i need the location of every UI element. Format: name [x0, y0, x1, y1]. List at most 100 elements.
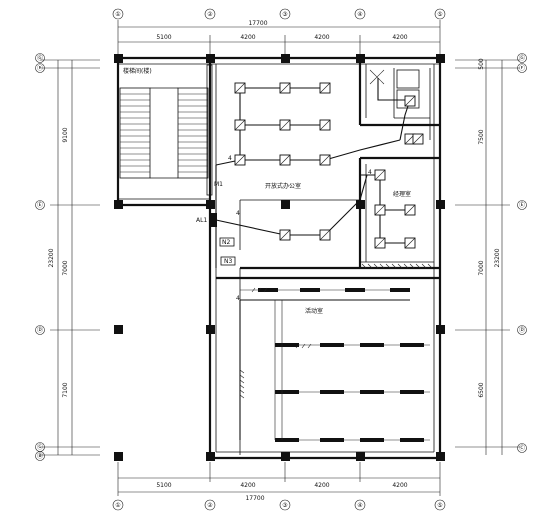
tube-light	[360, 390, 384, 394]
distribution-panel	[211, 213, 217, 227]
svg-text:Ⓓ: Ⓓ	[519, 326, 525, 334]
bottom-dimensions: 5100 4200 4200 4200 17700	[117, 462, 441, 502]
row-bubble	[517, 63, 527, 73]
dim-bottom-3: 4200	[314, 482, 329, 489]
right-row-markers: Ⓖ Ⓕ Ⓔ Ⓓ Ⓒ	[517, 53, 527, 453]
tube-light	[320, 390, 344, 394]
light-fixture	[279, 154, 291, 166]
svg-text:Ⓖ: Ⓖ	[37, 54, 43, 62]
right-dimensions: 500 7500 7000 6500 23200	[455, 58, 520, 455]
hatch-strip	[361, 263, 433, 269]
panel-al1: AL1	[196, 217, 207, 224]
circuit-m1: M1	[214, 181, 223, 188]
light-fixture	[404, 237, 416, 249]
right-small-dim: 500	[478, 58, 485, 70]
dim-bottom-2: 4200	[240, 482, 255, 489]
tube-light	[300, 288, 320, 292]
right-dim-3: 6500	[478, 382, 485, 397]
row-bubble	[35, 63, 45, 73]
manager-light-fixtures	[374, 95, 424, 249]
top-column-markers: ① ② ③ ④ ⑤	[112, 8, 446, 20]
svg-text:⑤: ⑤	[437, 11, 442, 18]
svg-text:Ⓒ: Ⓒ	[37, 443, 43, 451]
panel-labels: AL1 M1 N2 N3	[196, 181, 236, 266]
column-bubble	[279, 8, 291, 20]
row-bubble	[35, 325, 45, 335]
left-row-markers: Ⓖ Ⓕ Ⓔ Ⓓ Ⓒ Ⓑ	[35, 53, 45, 461]
light-fixture	[374, 169, 386, 181]
right-dim-2: 7000	[478, 260, 485, 275]
tube-light	[345, 288, 365, 292]
dim-top-4: 4200	[392, 34, 407, 41]
wire-count-labels: 4 4 4 4	[228, 155, 372, 302]
light-fixture	[404, 95, 416, 107]
circuit-n3: N3	[224, 258, 232, 265]
light-fixture	[234, 82, 246, 94]
stair-railing	[206, 64, 213, 196]
tube-light	[275, 343, 299, 347]
tube-light	[390, 288, 410, 292]
svg-text:①: ①	[115, 502, 120, 509]
tube-light	[400, 438, 424, 442]
total-width-bottom: 17700	[245, 495, 264, 502]
svg-text:③: ③	[282, 11, 287, 18]
left-dim-1: 9100	[62, 127, 69, 142]
svg-text:Ⓓ: Ⓓ	[37, 326, 43, 334]
wiring	[215, 78, 411, 440]
dim-top-1: 5100	[156, 34, 171, 41]
svg-text:④: ④	[357, 502, 362, 509]
svg-text:Ⓖ: Ⓖ	[519, 54, 525, 62]
tube-light	[320, 343, 344, 347]
left-dim-2: 7000	[62, 260, 69, 275]
column-bubble	[354, 8, 366, 20]
row-bubble	[517, 53, 527, 63]
light-fixture	[412, 133, 424, 145]
dim-top-3: 4200	[314, 34, 329, 41]
row-bubble	[517, 443, 527, 453]
column-bubble	[354, 499, 366, 511]
light-fixture	[319, 154, 331, 166]
svg-text:④: ④	[357, 11, 362, 18]
activity-fluorescent-lights	[239, 287, 430, 442]
svg-text:⑤: ⑤	[437, 502, 442, 509]
light-fixture	[279, 229, 291, 241]
room-labels: 开放式办公室 经理室 活动室	[265, 182, 411, 315]
tube-light	[400, 343, 424, 347]
structural-columns	[114, 54, 445, 461]
room-label-office: 开放式办公室	[265, 182, 301, 190]
right-total: 23200	[494, 248, 501, 267]
column-bubble	[204, 499, 216, 511]
svg-text:4: 4	[236, 295, 240, 302]
room-label-manager: 经理室	[393, 190, 411, 198]
row-bubble	[517, 325, 527, 335]
left-dim-3: 7100	[62, 382, 69, 397]
toilet-area	[369, 68, 431, 140]
dim-bottom-1: 5100	[156, 482, 171, 489]
svg-text:4: 4	[368, 169, 372, 176]
tube-light	[258, 288, 278, 292]
light-fixture	[279, 119, 291, 131]
svg-text:Ⓕ: Ⓕ	[519, 64, 525, 72]
top-dimensions: 17700 5100 4200 4200 4200	[117, 20, 441, 55]
svg-text:②: ②	[207, 11, 213, 18]
column-bubble	[279, 499, 291, 511]
svg-text:4: 4	[228, 155, 232, 162]
svg-text:4: 4	[236, 210, 240, 217]
tube-light	[360, 438, 384, 442]
light-fixture	[234, 119, 246, 131]
tube-light	[275, 390, 299, 394]
light-fixture	[234, 154, 246, 166]
left-dimensions: 23200 9100 7000 7100	[40, 59, 100, 456]
tube-light	[275, 438, 299, 442]
svg-text:③: ③	[282, 502, 287, 509]
light-fixture	[404, 204, 416, 216]
room-label-activity: 活动室	[305, 307, 323, 315]
total-width-top: 17700	[248, 20, 267, 27]
row-bubble	[35, 200, 45, 210]
light-fixture	[319, 229, 331, 241]
row-bubble	[35, 53, 45, 63]
building-walls	[116, 56, 442, 460]
office-light-fixtures	[234, 82, 331, 241]
